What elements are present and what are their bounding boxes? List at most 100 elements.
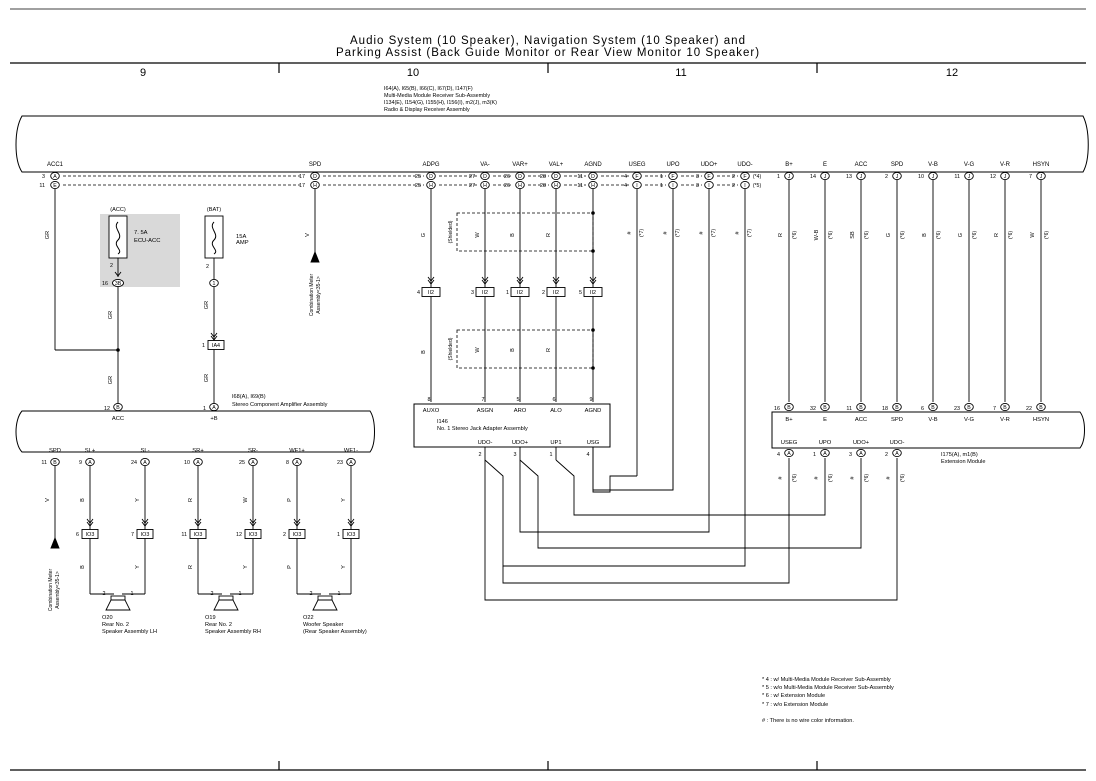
pin-connector — [1000, 402, 1010, 412]
pin-code: D — [518, 174, 522, 180]
pin-code: B — [931, 405, 935, 411]
pin-label: UDO+ — [853, 440, 870, 446]
wire-color-label: R — [188, 565, 194, 569]
pin-label: ACC1 — [47, 162, 64, 168]
pin-connector — [856, 448, 866, 458]
pin-label: SR- — [248, 448, 258, 454]
wire-udop — [519, 460, 710, 533]
pin-connector — [856, 171, 866, 181]
pin-label: ACC — [855, 162, 868, 168]
pin-code: J — [824, 174, 827, 180]
pin-connector — [140, 457, 150, 467]
pin-connector — [668, 171, 678, 181]
pin-connector — [346, 457, 356, 467]
pin-code: I — [672, 183, 673, 189]
speaker-code: O20 — [102, 615, 113, 621]
pin-label: ADPG — [422, 162, 439, 168]
amplifier-label: Stereo Component Amplifier Assembly — [232, 402, 328, 408]
pin-label: AGND — [584, 162, 602, 168]
pin-number: 32 — [810, 406, 816, 412]
pin-code: A — [787, 451, 791, 457]
pin-number: 5 — [517, 397, 520, 403]
radio-assembly-label: I64(A), I65(B), I66(C), I67(D), I147(F) — [384, 86, 473, 92]
pin-code: B — [53, 460, 57, 466]
pin-number: 2 — [211, 591, 214, 597]
wire-color-label: (*7) — [747, 229, 753, 237]
junction-connector — [81, 529, 99, 539]
pin-code: B — [116, 405, 120, 411]
wire-color-label: Assembly<35-1> — [316, 276, 322, 314]
pin-code: J — [1004, 174, 1007, 180]
pin-label: SPD — [309, 162, 322, 168]
wire-color-label: W — [1030, 232, 1036, 238]
wire-color-label: (*6) — [1008, 231, 1014, 239]
pin-number: 2 — [103, 591, 106, 597]
connector-arrow — [293, 518, 301, 524]
junction-code: IO3 — [293, 532, 302, 538]
pin-label: V-R — [1000, 417, 1010, 423]
pin-number: 28 — [540, 174, 546, 180]
wire-color-label: Combination Meter — [309, 274, 315, 317]
pin-connector — [50, 180, 60, 190]
pin-code: H — [518, 183, 522, 189]
pin-connector — [740, 171, 750, 181]
wire-udom2 — [484, 458, 898, 601]
pin-code: D — [483, 174, 487, 180]
pin-number: 22 — [1026, 406, 1032, 412]
pin-code: A — [823, 451, 827, 457]
pin-code: B — [859, 405, 863, 411]
pin-code: B — [823, 405, 827, 411]
radio-assembly-label: Multi-Media Module Receiver Sub-Assembly — [384, 93, 490, 99]
pin-code: I — [708, 183, 709, 189]
pin-number: 6 — [76, 532, 79, 538]
junction-connector — [288, 529, 306, 539]
pin-code: J — [896, 174, 899, 180]
speaker-label: (Rear Speaker Assembly) — [303, 629, 367, 635]
wire-udop2 — [519, 458, 862, 549]
wire-color-label: (*6) — [864, 474, 870, 482]
wire-color-label: # — [850, 476, 856, 480]
pin-connector — [928, 402, 938, 412]
pin-number: 2 — [542, 290, 545, 296]
pin-number: 17 — [299, 183, 305, 189]
splice-point — [591, 328, 595, 332]
pin-number: 1 — [203, 406, 206, 412]
pin-label: WF1+ — [289, 448, 305, 454]
wire-color-label: W — [475, 232, 481, 238]
pin-connector — [480, 171, 490, 181]
wire-color-label: (*6) — [972, 231, 978, 239]
footnote: * 4 : w/ Multi-Media Module Receiver Sub… — [762, 677, 891, 683]
pin-number: 7 — [993, 406, 996, 412]
wire-color-label: GR — [45, 231, 51, 239]
pin-number: 2 — [110, 263, 113, 269]
pin-connector — [892, 402, 902, 412]
pin-code: F — [743, 174, 746, 180]
wire-color-label: R — [546, 233, 552, 237]
pin-label: V-G — [964, 417, 974, 423]
wire-color-label: W — [475, 347, 481, 353]
radio-assembly-label: Radio & Display Receiver Assembly — [384, 107, 470, 113]
pin-connector — [1036, 171, 1046, 181]
junction-connector — [136, 529, 154, 539]
wire-color-label: (*6) — [936, 231, 942, 239]
junction-connector — [475, 287, 495, 297]
pin-code: A — [88, 460, 92, 466]
wire-color-label: # — [699, 231, 705, 235]
pin-number: 11 — [954, 174, 960, 180]
pin-label: E — [823, 417, 827, 423]
pin-label: SL+ — [85, 448, 96, 454]
pin-connector — [310, 171, 320, 181]
junction-code: IO3 — [249, 532, 258, 538]
connector-arrow — [481, 279, 489, 285]
radio-assembly-body — [15, 115, 1089, 173]
pin-connector — [964, 402, 974, 412]
fuse-header: (ACC) — [110, 207, 126, 213]
pin-label: VAL+ — [549, 162, 564, 168]
wire-color-label: R — [546, 348, 552, 352]
pin-code: A — [295, 460, 299, 466]
fuse-icon — [115, 221, 121, 255]
wire-color-label: W-B — [814, 229, 820, 240]
speaker-label: Speaker Assembly LH — [102, 629, 157, 635]
wire-up1 — [555, 458, 826, 516]
wire-color-label: Y — [135, 565, 141, 569]
